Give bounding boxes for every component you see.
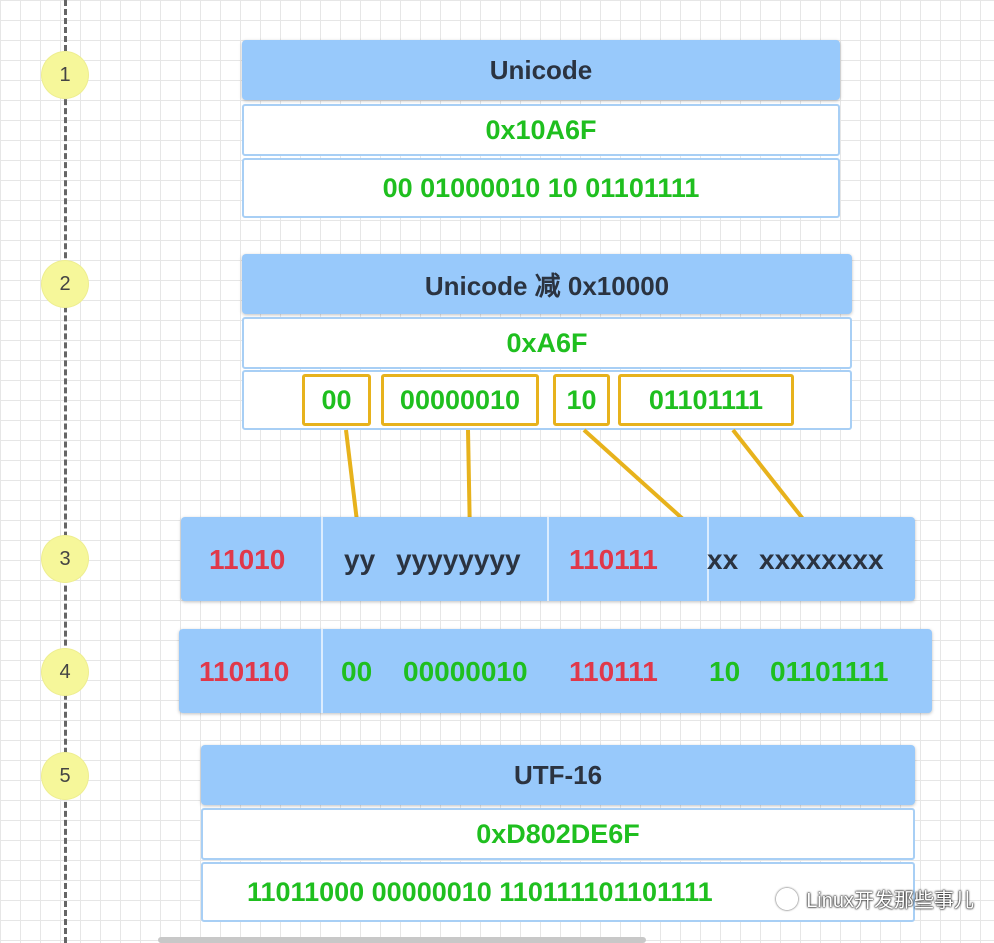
filled-prefix-low: 110111: [569, 656, 658, 687]
subtracted-hex-value: 0xA6F: [242, 317, 852, 369]
template-segment-y: [323, 517, 549, 601]
template-y-large: yyyyyyyy: [396, 544, 521, 575]
filled-segment-prefix-high: [179, 629, 323, 713]
template-x-small: xx: [707, 544, 739, 575]
filled-bits-a: 00: [341, 656, 373, 687]
horizontal-scrollbar[interactable]: [158, 937, 646, 943]
timeline-dashed-line: [64, 0, 67, 943]
watermark: Linux开发那些事儿: [776, 884, 974, 913]
highlight-group-high8: 00000010: [381, 374, 539, 426]
subtract-header: Unicode 减 0x10000: [242, 254, 852, 314]
template-segment-prefix-high: [181, 517, 323, 601]
utf16-header: UTF-16: [201, 745, 915, 805]
unicode-header: Unicode: [242, 40, 840, 100]
surrogate-template-bar: [181, 517, 915, 601]
watermark-text: Linux开发那些事儿: [806, 890, 974, 912]
filled-bits-d: 01101111: [770, 656, 889, 687]
template-prefix-high: 11010: [209, 544, 286, 575]
wechat-icon: [776, 887, 799, 910]
template-y-small: yy: [344, 544, 376, 575]
highlight-group-low8: 01101111: [618, 374, 794, 426]
template-prefix-low: 110111: [569, 544, 658, 575]
step-marker-1: 1: [42, 52, 88, 98]
highlight-group-low2: 10: [553, 374, 610, 426]
unicode-binary-value: 00 01000010 10 01101111: [242, 158, 840, 218]
template-segment-prefix-low: [549, 517, 709, 601]
filled-prefix-high: 110110: [199, 656, 290, 687]
unicode-hex-value: 0x10A6F: [242, 104, 840, 156]
step-marker-4: 4: [42, 649, 88, 695]
filled-bits-b: 00000010: [403, 656, 528, 687]
step-marker-2: 2: [42, 261, 88, 307]
step-marker-3: 3: [42, 536, 88, 582]
template-x-large: xxxxxxxx: [759, 544, 884, 575]
filled-bits-c: 10: [709, 656, 741, 687]
surrogate-filled-bar: [179, 629, 932, 713]
highlight-group-high2: 00: [302, 374, 371, 426]
utf16-hex-value: 0xD802DE6F: [201, 808, 915, 860]
step-marker-5: 5: [42, 753, 88, 799]
